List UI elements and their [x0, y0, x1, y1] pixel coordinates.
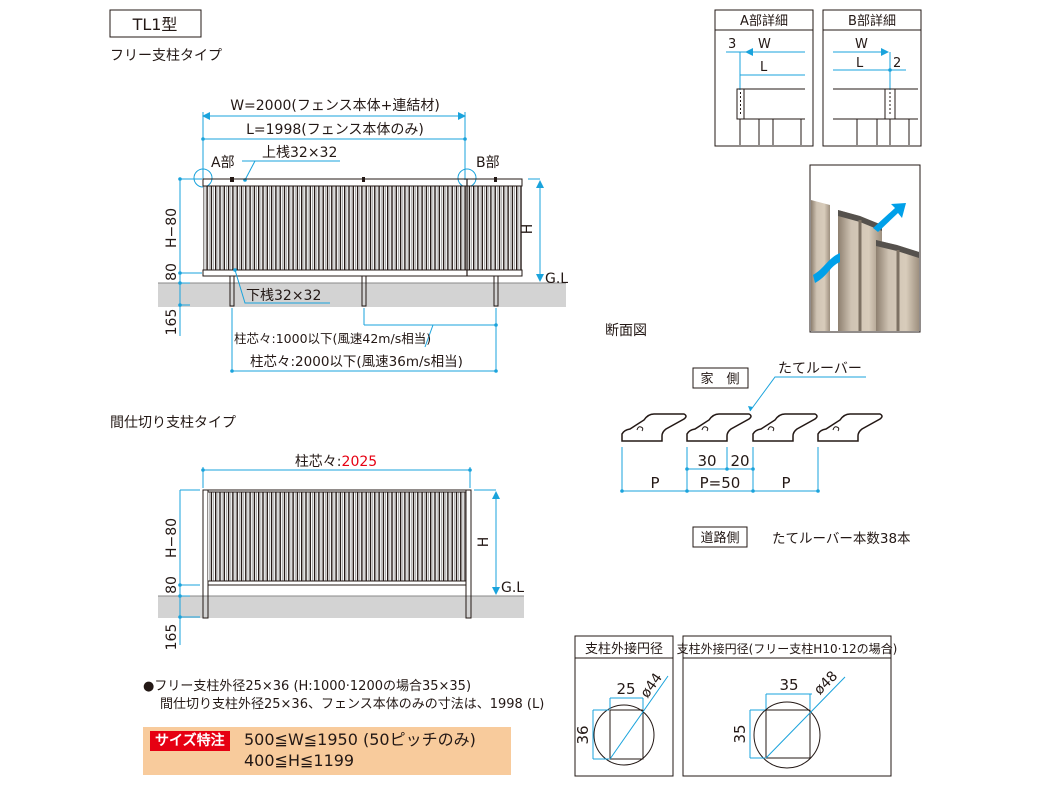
circumscribed-circle [753, 701, 821, 769]
louver-photo [809, 164, 921, 333]
detail-a-3: 3 [728, 37, 736, 52]
detail-b-box: B部詳細 W L 2 [822, 9, 922, 147]
circle1-width: 25 [616, 680, 635, 698]
detail-b-2: 2 [893, 56, 901, 71]
special-order-width-range: 500≦W≦1950 (50ピッチのみ) [244, 730, 476, 749]
partition-post-fence-diagram: 柱芯々:2025 H−80 80 165 H G.L [158, 454, 524, 650]
top-rail-label: 上桟32×32 [262, 145, 337, 161]
pitch-value: 2025 [342, 454, 378, 470]
airflow-out-arrow-icon [873, 203, 906, 232]
post-1 [229, 275, 235, 307]
pitch-2000-label: 柱芯々:2000以下(風速36m/s相当) [250, 354, 463, 370]
ground-area [158, 596, 524, 618]
detail-a-title: A部詳細 [740, 13, 788, 29]
circumscribed-circle-box-1: 支柱外接円径 25 36 ø44 [574, 635, 674, 777]
louver-section-2 [686, 413, 752, 442]
model-label: TL1型 [132, 15, 178, 34]
h-80-label: 80 [164, 576, 180, 594]
circumscribed-circle [593, 704, 655, 766]
svg-text:柱芯々:2025: 柱芯々:2025 [295, 454, 377, 470]
dim-p50: P=50 [700, 474, 741, 492]
l-dimension-label: L=1998(フェンス本体のみ) [246, 122, 424, 138]
louver-hook [767, 426, 775, 432]
louver-count-label: たてルーバー本数38本 [772, 531, 911, 547]
dim-p-left: P [650, 474, 659, 492]
free-post-title: フリー支柱タイプ [110, 48, 222, 64]
dim-20: 20 [730, 452, 749, 470]
house-side-label: 家 側 [700, 371, 739, 387]
gl-label: G.L [501, 580, 524, 596]
pitch-label: 柱芯々: [295, 454, 342, 470]
note-line-1: ●フリー支柱外径25×36 (H:1000·1200の場合35×35) [143, 679, 472, 694]
circumscribed-circle-box-2: 支柱外接円径(フリー支柱H10·12の場合) 35 35 ø48 [677, 635, 898, 777]
h-label: H [520, 224, 536, 235]
bottom-rail [207, 580, 467, 586]
louver-section-1 [621, 413, 687, 442]
dim-30: 30 [697, 452, 716, 470]
louver-leader [749, 376, 866, 412]
post-3 [493, 275, 499, 307]
post-section [765, 709, 811, 759]
circle2-title: 支柱外接円径(フリー支柱H10·12の場合) [677, 641, 898, 656]
louver-section-3 [752, 413, 818, 442]
louver-hook [701, 426, 709, 432]
h-80-label: 80 [164, 263, 180, 281]
airflow-in-arrow-icon [813, 253, 840, 283]
partition-post-title: 間仕切り支柱タイプ [110, 415, 236, 431]
bottom-rail [202, 269, 523, 277]
louver-hook [636, 426, 644, 432]
detail-a-box: A部詳細 3 W L [714, 9, 814, 147]
free-post-fence-diagram: W=2000(フェンス本体+連結材) L=1998(フェンス本体のみ) 上桟32… [158, 98, 568, 373]
post-2 [361, 275, 367, 307]
h-label: H [476, 537, 492, 548]
h-165-label: 165 [164, 624, 180, 651]
bottom-rail-label: 下桟32×32 [246, 288, 321, 304]
special-order-label: サイズ特注 [150, 731, 230, 751]
w-dimension-label: W=2000(フェンス本体+連結材) [230, 98, 440, 114]
circle2-height: 35 [731, 724, 749, 743]
louver-panel [203, 186, 522, 270]
circle1-height: 36 [574, 725, 592, 744]
a-part-label: A部 [211, 155, 235, 171]
h-minus-80-label: H−80 [164, 208, 180, 248]
detail-b-w: W [855, 37, 868, 52]
note-line-2: 間仕切り支柱外径25×36、フェンス本体のみの寸法は、1998 (L) [160, 697, 545, 712]
road-side-label: 道路側 [700, 530, 739, 546]
section-title: 断面図 [605, 323, 647, 339]
pitch-1000-label: 柱芯々:1000以下(風速42m/s相当) [234, 331, 431, 346]
circle2-width: 35 [779, 676, 798, 694]
h-165-label: 165 [164, 309, 180, 336]
louver-section-4 [817, 413, 883, 442]
section-diagram: 断面図 家 側 たてルーバー 30 20 P P=50 P 道路側 たてルーバー… [605, 323, 911, 548]
detail-b-title: B部詳細 [848, 13, 896, 29]
louver-panel [208, 492, 466, 581]
detail-a-l: L [760, 60, 768, 75]
louver-hook [832, 426, 840, 432]
dim-p-right: P [781, 474, 790, 492]
detail-a-w: W [758, 37, 771, 52]
h-minus-80-label: H−80 [164, 518, 180, 558]
detail-b-l: L [856, 56, 864, 71]
model-label-box [109, 9, 202, 38]
b-part-label: B部 [476, 155, 500, 171]
circle2-diameter: ø48 [811, 668, 841, 698]
post-section [609, 709, 644, 760]
louver-label: たてルーバー [778, 361, 862, 377]
circle1-title: 支柱外接円径 [585, 641, 663, 657]
gl-label: G.L [545, 271, 568, 287]
special-order-height-range: 400≦H≦1199 [244, 751, 355, 770]
